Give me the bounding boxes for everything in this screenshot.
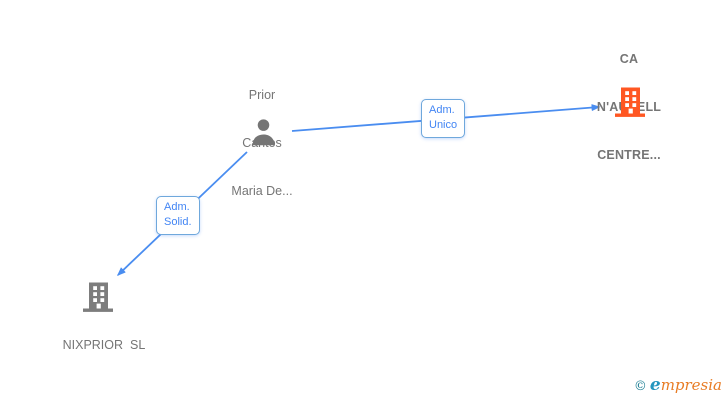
edge-label-adm-unico: Adm. Unico [421, 99, 466, 138]
brand-letter-e: e [649, 375, 661, 395]
brand-text: mpresia [660, 376, 722, 394]
person-name-line: Maria De... [231, 184, 293, 198]
company-name-line: CA [619, 52, 639, 66]
edge-label-line: Solid. [164, 216, 192, 228]
edge-label-line: Adm. [164, 201, 190, 213]
person-icon[interactable] [247, 115, 280, 149]
edge-label-adm-solid: Adm. Solid. [156, 196, 200, 235]
company-node-nixprior[interactable]: NIXPRIOR SL [27, 321, 167, 369]
edge-label-line: Adm. [429, 104, 455, 116]
edge-label-line: Unico [429, 119, 458, 131]
company-name: NIXPRIOR SL [62, 338, 146, 352]
company-node-ca-naurell[interactable]: CA N'AURELL CENTRE... [559, 19, 699, 195]
person-name-line: Prior [248, 88, 276, 102]
building-icon-nixprior[interactable] [80, 279, 116, 315]
building-icon-ca-naurell[interactable] [612, 84, 648, 120]
company-name-line: CENTRE... [597, 148, 661, 162]
copyright-icon: © [633, 379, 647, 394]
empresia-logo[interactable]: ©empresia [634, 375, 722, 395]
